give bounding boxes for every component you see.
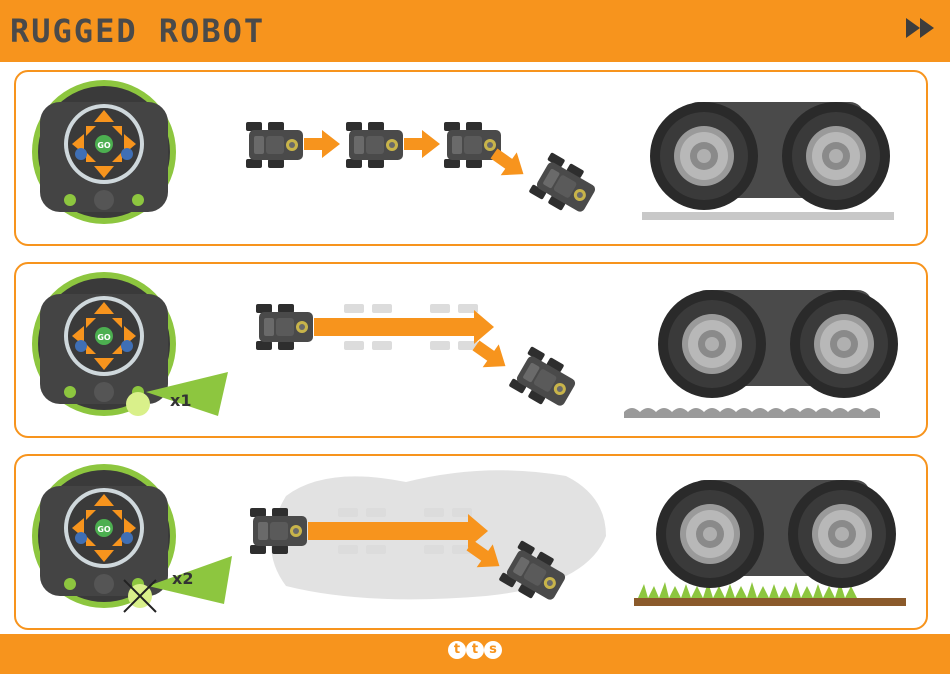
go-button-label: GO [97, 141, 111, 150]
go-button-label: GO [97, 525, 111, 534]
wheel [788, 480, 896, 588]
go-button-label: GO [97, 333, 111, 342]
robot [509, 346, 581, 414]
fast-forward-button[interactable] [904, 16, 938, 40]
press-count: x1 [170, 391, 191, 410]
wheel [656, 480, 764, 588]
ground-soil [634, 598, 906, 606]
long-arrow-head [474, 310, 494, 344]
wheel [782, 102, 890, 210]
remote-control [32, 80, 176, 224]
arrow [304, 130, 340, 158]
ground-flat [642, 212, 894, 220]
fast-forward-icon [904, 16, 938, 40]
robot [256, 304, 313, 350]
panel-normal-terrain: GO [14, 70, 928, 246]
speed-button-highlight [126, 392, 150, 416]
long-arrow-shaft [308, 522, 468, 540]
press-count: x2 [172, 569, 193, 588]
arrow [404, 130, 440, 158]
robot [444, 122, 501, 168]
wheel [790, 290, 898, 398]
robot [246, 122, 303, 168]
wheel [650, 102, 758, 210]
robot [346, 122, 403, 168]
robot [529, 152, 601, 220]
panel-grass-terrain: GO x2 [14, 454, 928, 630]
long-arrow-shaft [314, 318, 474, 336]
panel-rough-terrain: GO x1 [14, 262, 928, 438]
tts-logo: t t s [448, 641, 502, 667]
ground-rocky [624, 408, 880, 418]
page-title: RUGGED ROBOT [10, 12, 265, 50]
wheel [658, 290, 766, 398]
